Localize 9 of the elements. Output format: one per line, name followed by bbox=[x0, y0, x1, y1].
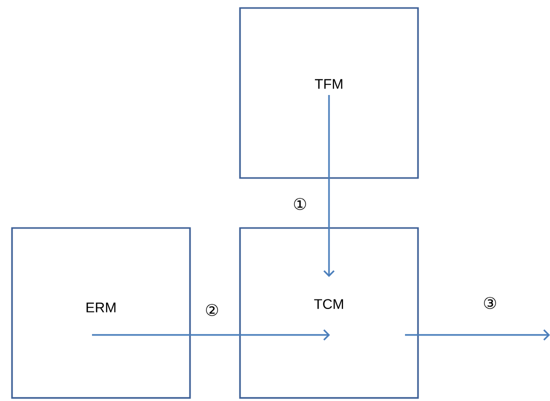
box: TFM bbox=[239, 7, 419, 179]
arrow bbox=[405, 329, 550, 341]
edge-label: ① bbox=[292, 197, 308, 211]
edge-label: ③ bbox=[482, 296, 498, 310]
arrow bbox=[92, 329, 330, 341]
edge-label: ② bbox=[204, 303, 220, 317]
arrow bbox=[323, 95, 335, 277]
box: TCM bbox=[239, 227, 419, 399]
box: ERM bbox=[11, 227, 191, 399]
